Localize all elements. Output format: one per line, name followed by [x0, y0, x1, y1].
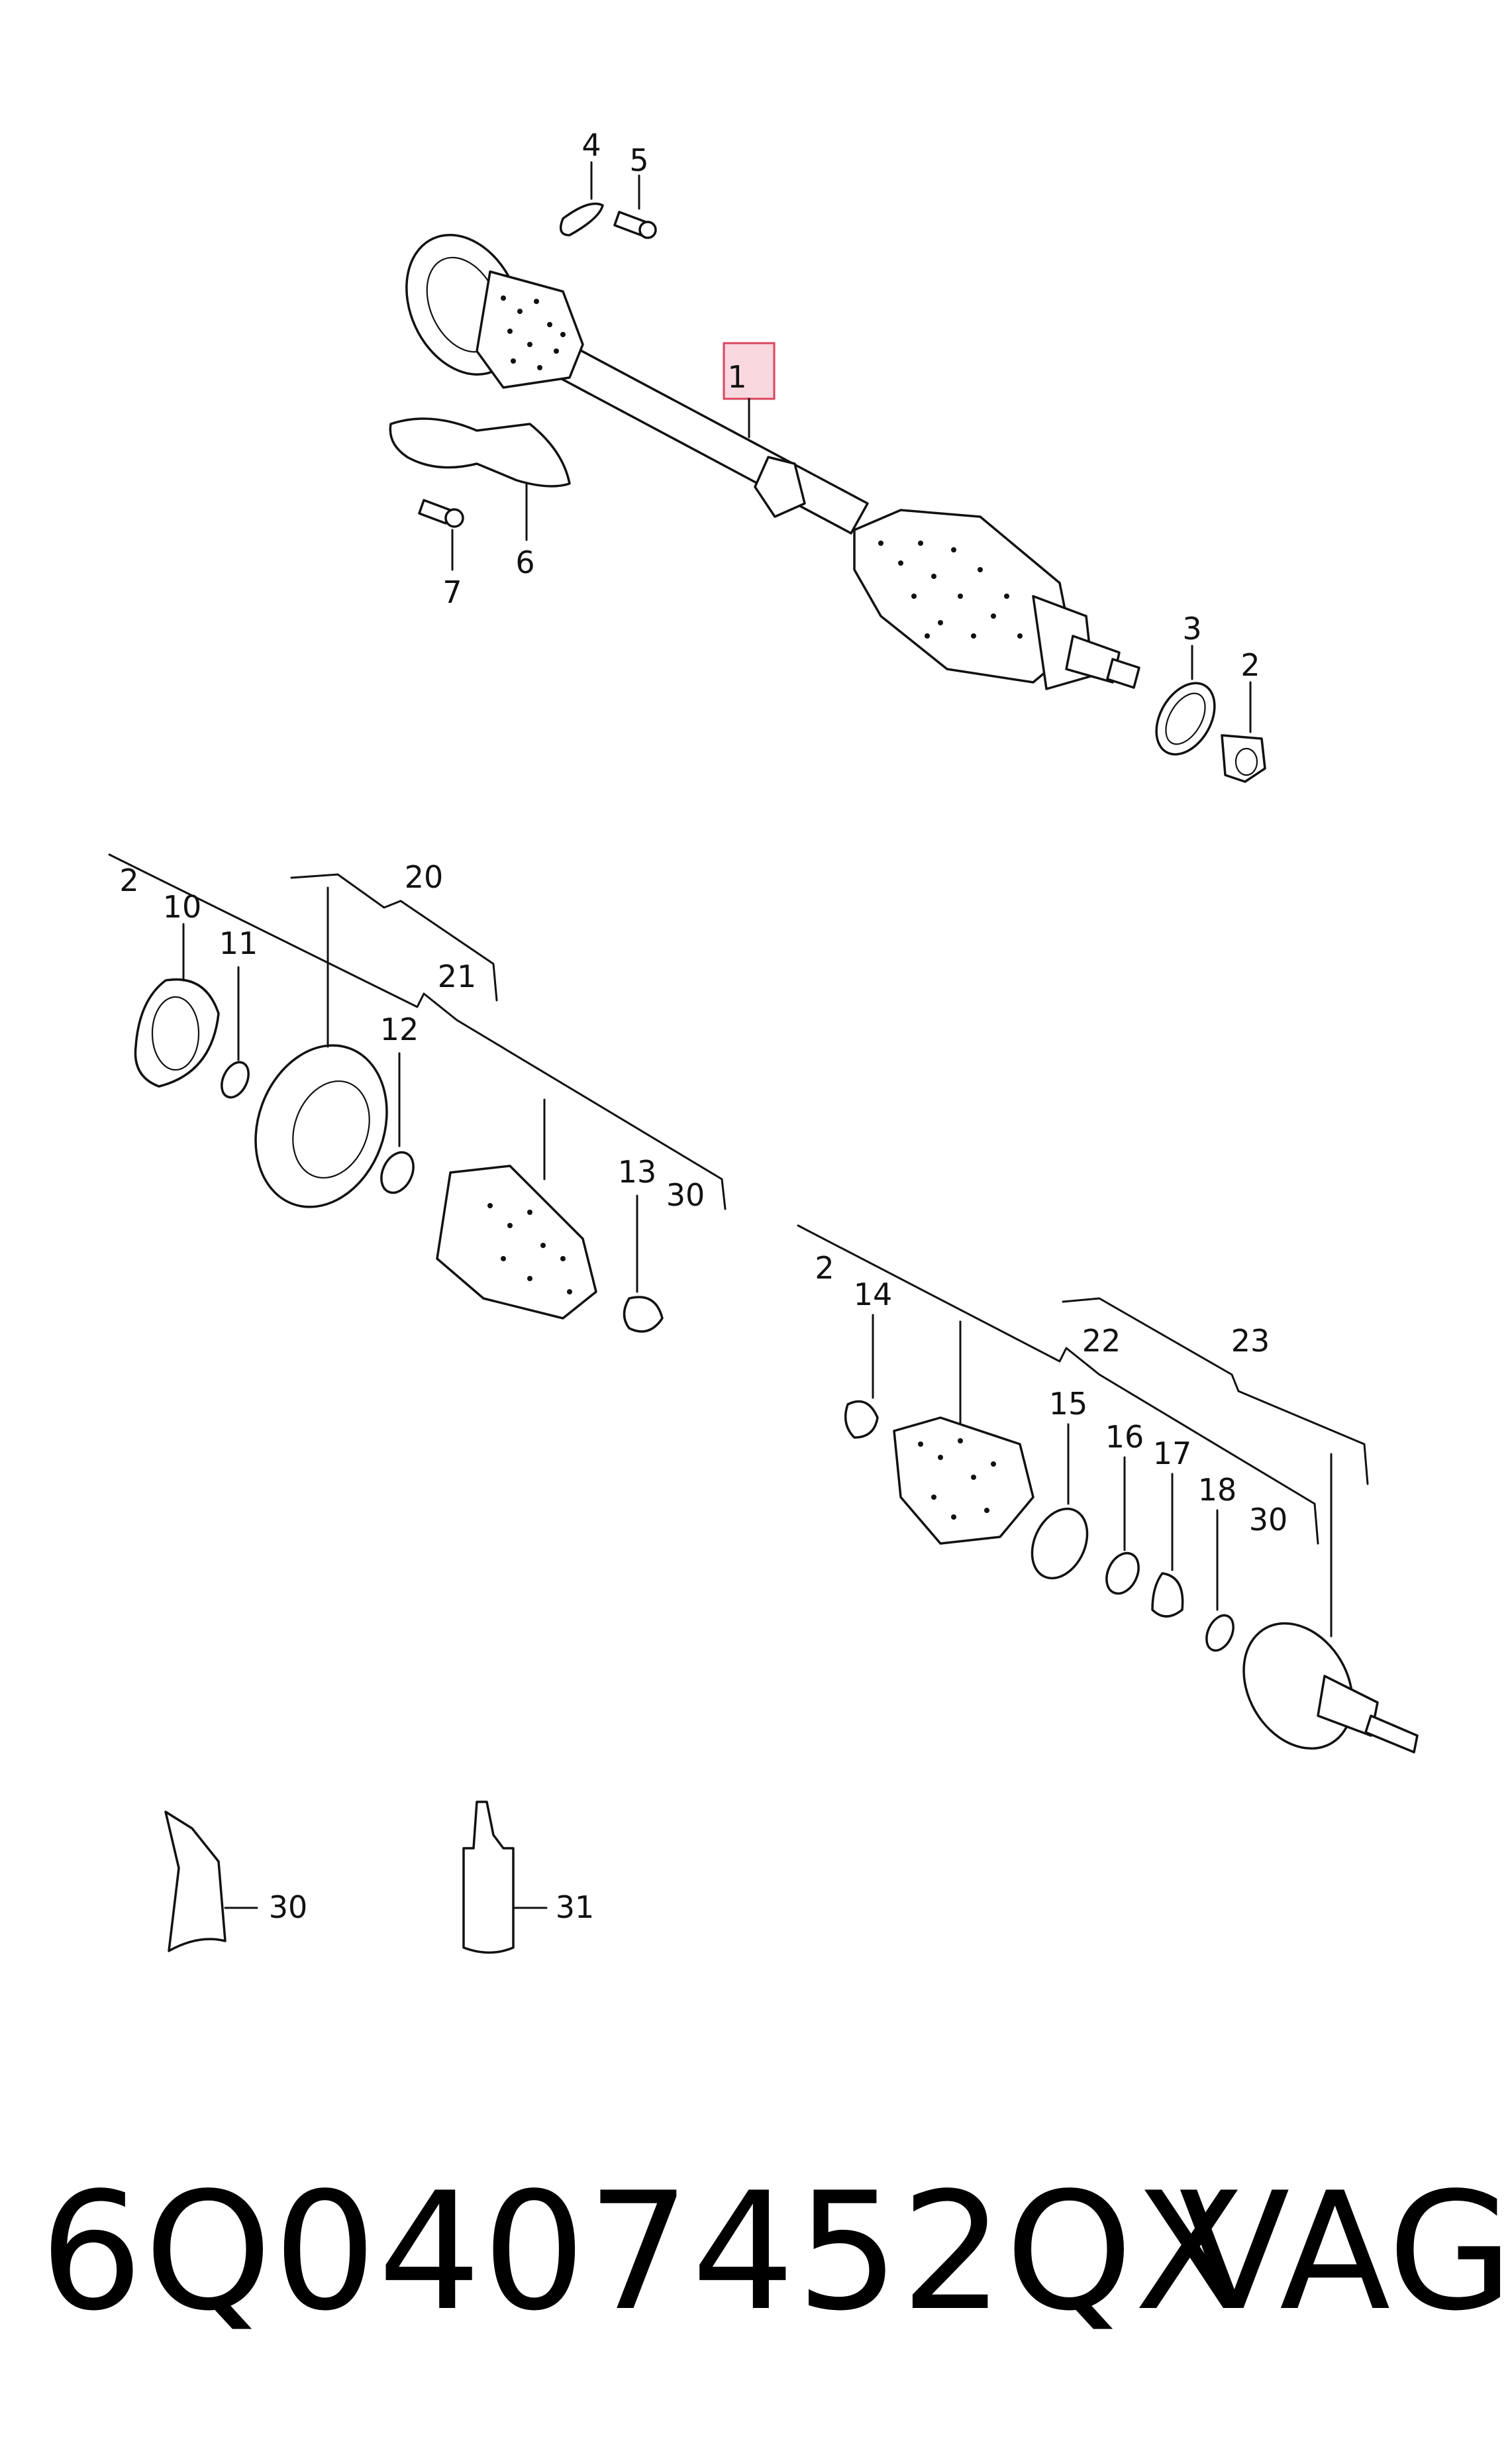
callout-1: 1 — [727, 359, 746, 395]
callout-15: 15 — [1049, 1386, 1088, 1422]
callout-13: 13 — [618, 1154, 657, 1190]
callout-5: 5 — [629, 142, 648, 178]
callout-2: 2 — [1240, 647, 1260, 683]
outer-joint-kit — [797, 1224, 1419, 1754]
callout-21: 21 — [438, 959, 477, 994]
callout-11: 11 — [219, 925, 258, 961]
callout-14: 14 — [854, 1277, 893, 1312]
callout-30-outer: 30 — [1249, 1502, 1288, 1538]
callout-22: 22 — [1082, 1323, 1121, 1359]
sealant-bottle — [462, 1801, 515, 1954]
inner-cv-joint — [254, 1044, 388, 1208]
part-11-circlip — [221, 1061, 250, 1099]
callout-6: 6 — [515, 545, 534, 580]
outer-cv-joint — [1242, 1622, 1354, 1750]
callout-23: 23 — [1231, 1323, 1270, 1359]
callout-16: 16 — [1105, 1419, 1144, 1455]
callout-17: 17 — [1153, 1436, 1192, 1471]
drive-shaft-assembly — [405, 233, 1140, 690]
part-1-highlight — [723, 342, 776, 400]
part-number: 6Q0407452QX — [40, 2158, 1247, 2346]
part-6-heat-shield — [389, 417, 571, 488]
callout-31: 31 — [556, 1889, 595, 1925]
callout-4: 4 — [581, 127, 601, 163]
callout-18: 18 — [1198, 1472, 1237, 1508]
callout-7: 7 — [442, 574, 462, 610]
inner-boot-texture — [501, 295, 566, 370]
part-12-ring — [380, 1151, 415, 1194]
part-17-dished-washer — [1151, 1572, 1184, 1618]
part-18-circlip — [1205, 1614, 1235, 1652]
callout-3: 3 — [1182, 611, 1201, 647]
callout-2-outer: 2 — [815, 1250, 834, 1286]
part-14-clamp — [844, 1400, 879, 1439]
part-footer: 6Q0407452QX VAG — [26, 2153, 1512, 2352]
part-3-ring — [1155, 682, 1216, 756]
part-4-clip — [559, 202, 604, 236]
part-10-gasket — [134, 978, 220, 1088]
callout-2-inner: 2 — [119, 863, 138, 898]
callout-10: 10 — [163, 889, 202, 925]
callout-20: 20 — [405, 859, 444, 895]
part-7-bolt — [418, 499, 452, 525]
part-15-clamp — [1031, 1507, 1089, 1580]
callout-12: 12 — [380, 1012, 419, 1047]
part-13-clamp — [623, 1296, 664, 1333]
outer-boot — [893, 1416, 1034, 1545]
grease-tube — [164, 1810, 227, 1952]
outer-boot-texture — [878, 541, 1023, 639]
callout-30-inner: 30 — [666, 1177, 705, 1213]
inner-boot — [436, 1165, 597, 1320]
brand-name: VAG — [1179, 2158, 1512, 2346]
inner-joint-kit — [108, 853, 727, 1333]
callout-30-grease: 30 — [269, 1889, 308, 1925]
part-16-ring — [1105, 1551, 1140, 1595]
